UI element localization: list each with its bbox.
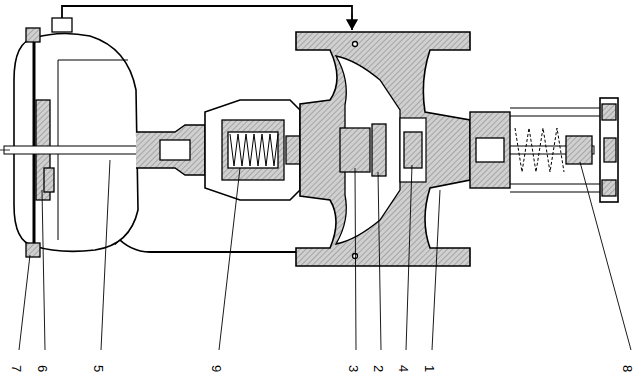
- callout-number: 1: [423, 365, 436, 372]
- signal-tube: [62, 6, 352, 30]
- seat-ring: [372, 124, 386, 176]
- valve-body: [296, 32, 470, 266]
- callout-number: 7: [10, 365, 23, 372]
- packing-box: [222, 120, 284, 180]
- callout-number: 8: [621, 365, 634, 372]
- callout-number: 9: [210, 365, 223, 372]
- tube-fitting: [52, 18, 72, 32]
- flow-arrow: [347, 20, 357, 29]
- rear-bonnet: [470, 112, 510, 188]
- valve-plug: [340, 128, 370, 172]
- end-flange: [600, 98, 618, 202]
- leader-line: [19, 160, 631, 350]
- signal-tube: [115, 235, 296, 252]
- return-spring: [515, 128, 564, 172]
- seat-guide: [400, 118, 426, 182]
- callout-number: 2: [372, 365, 385, 372]
- diaphragm: [33, 36, 36, 248]
- callout-number: 4: [397, 365, 410, 372]
- callout-number: 5: [92, 365, 105, 372]
- flow-passage: [336, 56, 400, 244]
- tie-bolt: [510, 107, 600, 108]
- bellows-spring: [228, 132, 278, 168]
- callout-number: 3: [347, 365, 360, 372]
- yoke: [136, 125, 205, 175]
- casing-bolt: [26, 243, 40, 257]
- actuator-casing: [34, 33, 138, 251]
- stem-nut: [566, 136, 592, 164]
- casing-bolt: [26, 28, 40, 42]
- bonnet-housing: [205, 100, 300, 200]
- callout-number: 6: [36, 365, 49, 372]
